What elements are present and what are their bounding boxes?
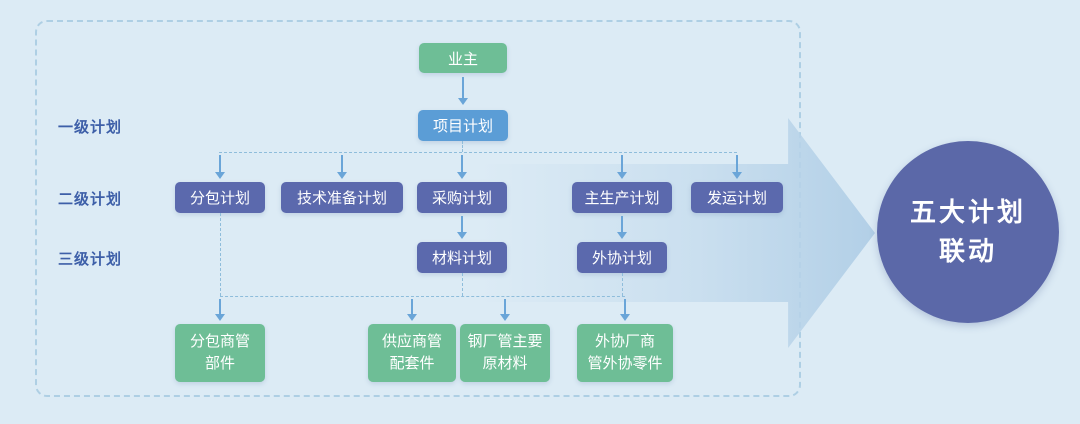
down-arrow-owner-to-project bbox=[457, 77, 469, 105]
row-label-level3: 三级计划 bbox=[58, 251, 123, 268]
down-arrow-procurement bbox=[456, 155, 468, 179]
down-arrow-outsourcing bbox=[616, 216, 628, 239]
level2-branch-line bbox=[219, 152, 737, 153]
node-outsourced-parts-label: 外协厂商 管外协零件 bbox=[587, 332, 663, 373]
node-subcontractor-parts-label: 分包商管 部件 bbox=[189, 332, 250, 373]
row-label-level1: 一级计划 bbox=[58, 119, 123, 136]
down-arrow-supplier-parts bbox=[406, 299, 418, 321]
node-outsourcing-plan: 外协计划 bbox=[577, 242, 667, 273]
down-arrow-shipping bbox=[731, 155, 743, 179]
node-steel-mill-materials: 钢厂管主要 原材料 bbox=[460, 324, 550, 382]
row-label-level2: 二级计划 bbox=[58, 191, 123, 208]
down-arrow-subcontractor-parts bbox=[214, 299, 226, 321]
node-material-plan: 材料计划 bbox=[417, 242, 507, 273]
connector-subcontract-to-line bbox=[220, 213, 221, 296]
node-supplier-parts-label: 供应商管 配套件 bbox=[381, 332, 442, 373]
node-procurement-plan: 采购计划 bbox=[417, 182, 507, 213]
node-project-plan: 项目计划 bbox=[418, 110, 508, 141]
node-supplier-parts: 供应商管 配套件 bbox=[368, 324, 456, 382]
node-steel-mill-materials-label: 钢厂管主要 原材料 bbox=[467, 332, 543, 373]
connector-material-to-line bbox=[462, 273, 463, 296]
five-plans-circle: 五大计划 联动 bbox=[877, 141, 1059, 323]
bottom-branch-line bbox=[220, 296, 625, 297]
node-outsourced-parts: 外协厂商 管外协零件 bbox=[577, 324, 673, 382]
connector-project-to-line bbox=[462, 141, 463, 152]
node-shipping-plan: 发运计划 bbox=[691, 182, 783, 213]
down-arrow-tech-prep bbox=[336, 155, 348, 179]
node-subcontract-plan: 分包计划 bbox=[175, 182, 265, 213]
connector-outsourcing-to-line bbox=[622, 273, 623, 296]
node-owner: 业主 bbox=[419, 43, 507, 73]
node-subcontractor-parts: 分包商管 部件 bbox=[175, 324, 265, 382]
down-arrow-outsourced-parts bbox=[619, 299, 631, 321]
down-arrow-steel-mill bbox=[499, 299, 511, 321]
down-arrow-master-production bbox=[616, 155, 628, 179]
down-arrow-material bbox=[456, 216, 468, 239]
down-arrow-subcontract bbox=[214, 155, 226, 179]
node-tech-prep-plan: 技术准备计划 bbox=[281, 182, 403, 213]
five-plans-circle-label: 五大计划 联动 bbox=[909, 197, 1026, 266]
node-master-production-plan: 主生产计划 bbox=[572, 182, 672, 213]
